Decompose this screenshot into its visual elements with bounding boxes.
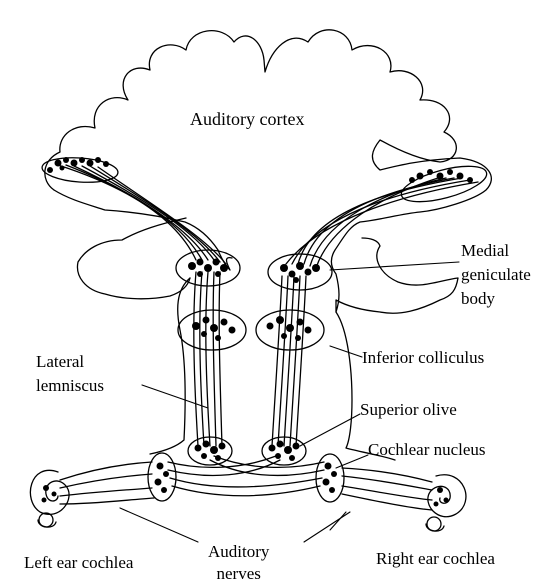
label-auditory-nerves: Auditory nerves: [208, 541, 269, 582]
label-superior-olive: Superior olive: [360, 400, 457, 419]
label-inferior-colliculus: Inferior colliculus: [362, 348, 484, 367]
left-cochlear-nucleus: [148, 453, 176, 501]
right-cortical-radiation: [286, 178, 478, 268]
left-lateral-lemniscus: [194, 272, 222, 446]
label-mgb-line-3: body: [461, 287, 531, 311]
label-lateral-lemniscus-line-2: lemniscus: [36, 374, 104, 398]
right-cochlea: [426, 475, 466, 531]
label-auditory-nerves-line-2: nerves: [208, 563, 269, 582]
label-cochlear-nucleus: Cochlear nucleus: [368, 440, 486, 459]
label-left-ear-cochlea: Left ear cochlea: [24, 553, 133, 572]
olive-crossing-fibers: [168, 456, 324, 496]
left-cortical-radiation: [58, 165, 226, 264]
label-lateral-lemniscus-line-1: Lateral: [36, 350, 104, 374]
right-lateral-lemniscus: [272, 276, 306, 446]
label-mgb-line-1: Medial: [461, 239, 531, 263]
label-lateral-lemniscus: Lateral lemniscus: [36, 350, 104, 398]
right-auditory-nerve: [342, 468, 432, 510]
left-auditory-nerve: [60, 462, 154, 504]
label-right-ear-cochlea: Right ear cochlea: [376, 549, 495, 568]
label-auditory-nerves-line-1: Auditory: [208, 541, 269, 563]
label-medial-geniculate-body: Medial geniculate body: [461, 239, 531, 311]
label-mgb-line-2: geniculate: [461, 263, 531, 287]
label-auditory-cortex: Auditory cortex: [190, 110, 304, 129]
brain-outline-left: [54, 190, 232, 299]
